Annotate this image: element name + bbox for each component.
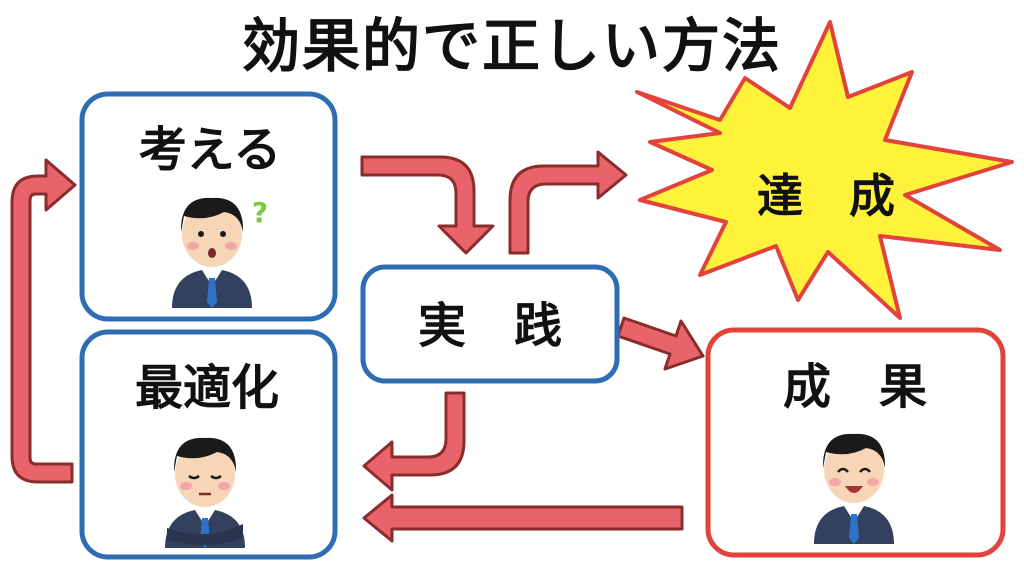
practice-box [360,264,620,384]
smiling-businessman-icon [814,433,894,544]
arrow-think-to-practice [360,155,495,255]
arrow-practice-to-result [616,316,705,371]
puzzled-businessman-icon: ? [172,196,268,308]
page-title: 効果的で正しい方法 [242,12,782,80]
arrow-practice-to-achieve [508,150,628,255]
thinking-businessman-icon [165,437,245,548]
achievement-starburst [635,20,1014,320]
arrow-optimize-to-think [10,158,77,484]
practice-label: 実 践 [418,298,562,354]
arrow-practice-to-optimize [362,391,466,492]
question-mark-icon: ? [252,196,268,229]
think-label: 考える [139,122,282,178]
achieve-label: 達 成 [757,169,895,223]
arrow-result-to-optimize [362,493,684,543]
result-label: 成 果 [783,359,927,415]
optimize-label: 最適化 [135,360,279,416]
